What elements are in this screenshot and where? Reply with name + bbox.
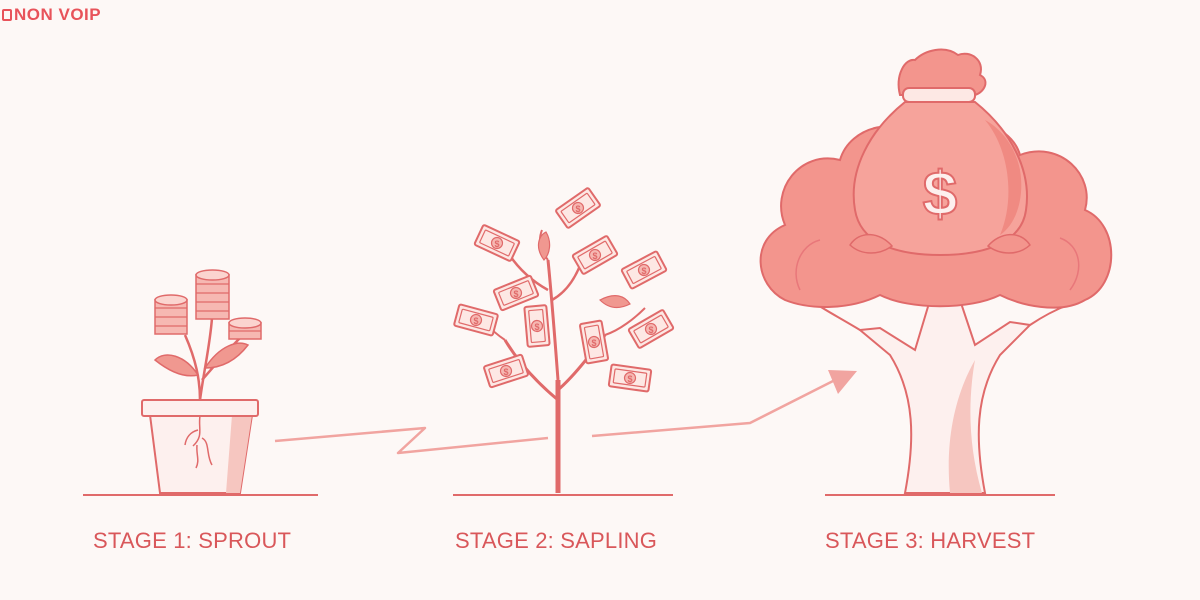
coin-stack-icon (154, 294, 188, 335)
dollar-bill-icon: $ (523, 304, 551, 348)
coin-stack-icon (195, 269, 230, 320)
coin-stack-icon (228, 317, 262, 340)
dollar-bill-icon: $ (620, 249, 668, 291)
svg-text:$: $ (534, 322, 539, 332)
svg-text:$: $ (503, 367, 508, 377)
growth-arrow-icon (274, 370, 857, 455)
dollar-sign-icon: $ (923, 160, 957, 229)
dollar-bill-icon: $ (482, 353, 530, 389)
svg-text:$: $ (513, 289, 518, 299)
svg-text:$: $ (592, 251, 597, 261)
dollar-bill-icon: $ (571, 234, 619, 276)
dollar-bill-icon: $ (578, 319, 610, 365)
svg-text:$: $ (648, 325, 653, 335)
brand-logo: NON VOIP (2, 5, 101, 25)
sprout-pot-icon (141, 269, 262, 494)
svg-text:$: $ (494, 239, 499, 249)
stage-1-label: STAGE 1: SPROUT (93, 528, 292, 553)
dollar-bill-icon: $ (554, 186, 602, 230)
svg-text:$: $ (641, 266, 646, 276)
svg-text:$: $ (575, 204, 580, 214)
money-bag-icon: $ (849, 48, 1031, 257)
svg-text:$: $ (473, 316, 478, 326)
logo-mark-icon (2, 9, 12, 21)
dollar-bill-icon: $ (607, 363, 653, 393)
dollar-bill-icon: $ (627, 308, 675, 350)
money-tree-icon: $ $ $ $ $ $ $ $ $ $ $ (452, 186, 675, 493)
dollar-bill-icon: $ (492, 274, 540, 312)
stage-3-label: STAGE 3: HARVEST (825, 528, 1036, 553)
svg-text:$: $ (627, 374, 632, 384)
stage-2-label: STAGE 2: SAPLING (455, 528, 658, 553)
brand-name: NON VOIP (14, 5, 102, 24)
dollar-bill-icon: $ (452, 303, 500, 337)
svg-text:$: $ (591, 338, 596, 348)
dollar-bill-icon: $ (473, 223, 521, 263)
